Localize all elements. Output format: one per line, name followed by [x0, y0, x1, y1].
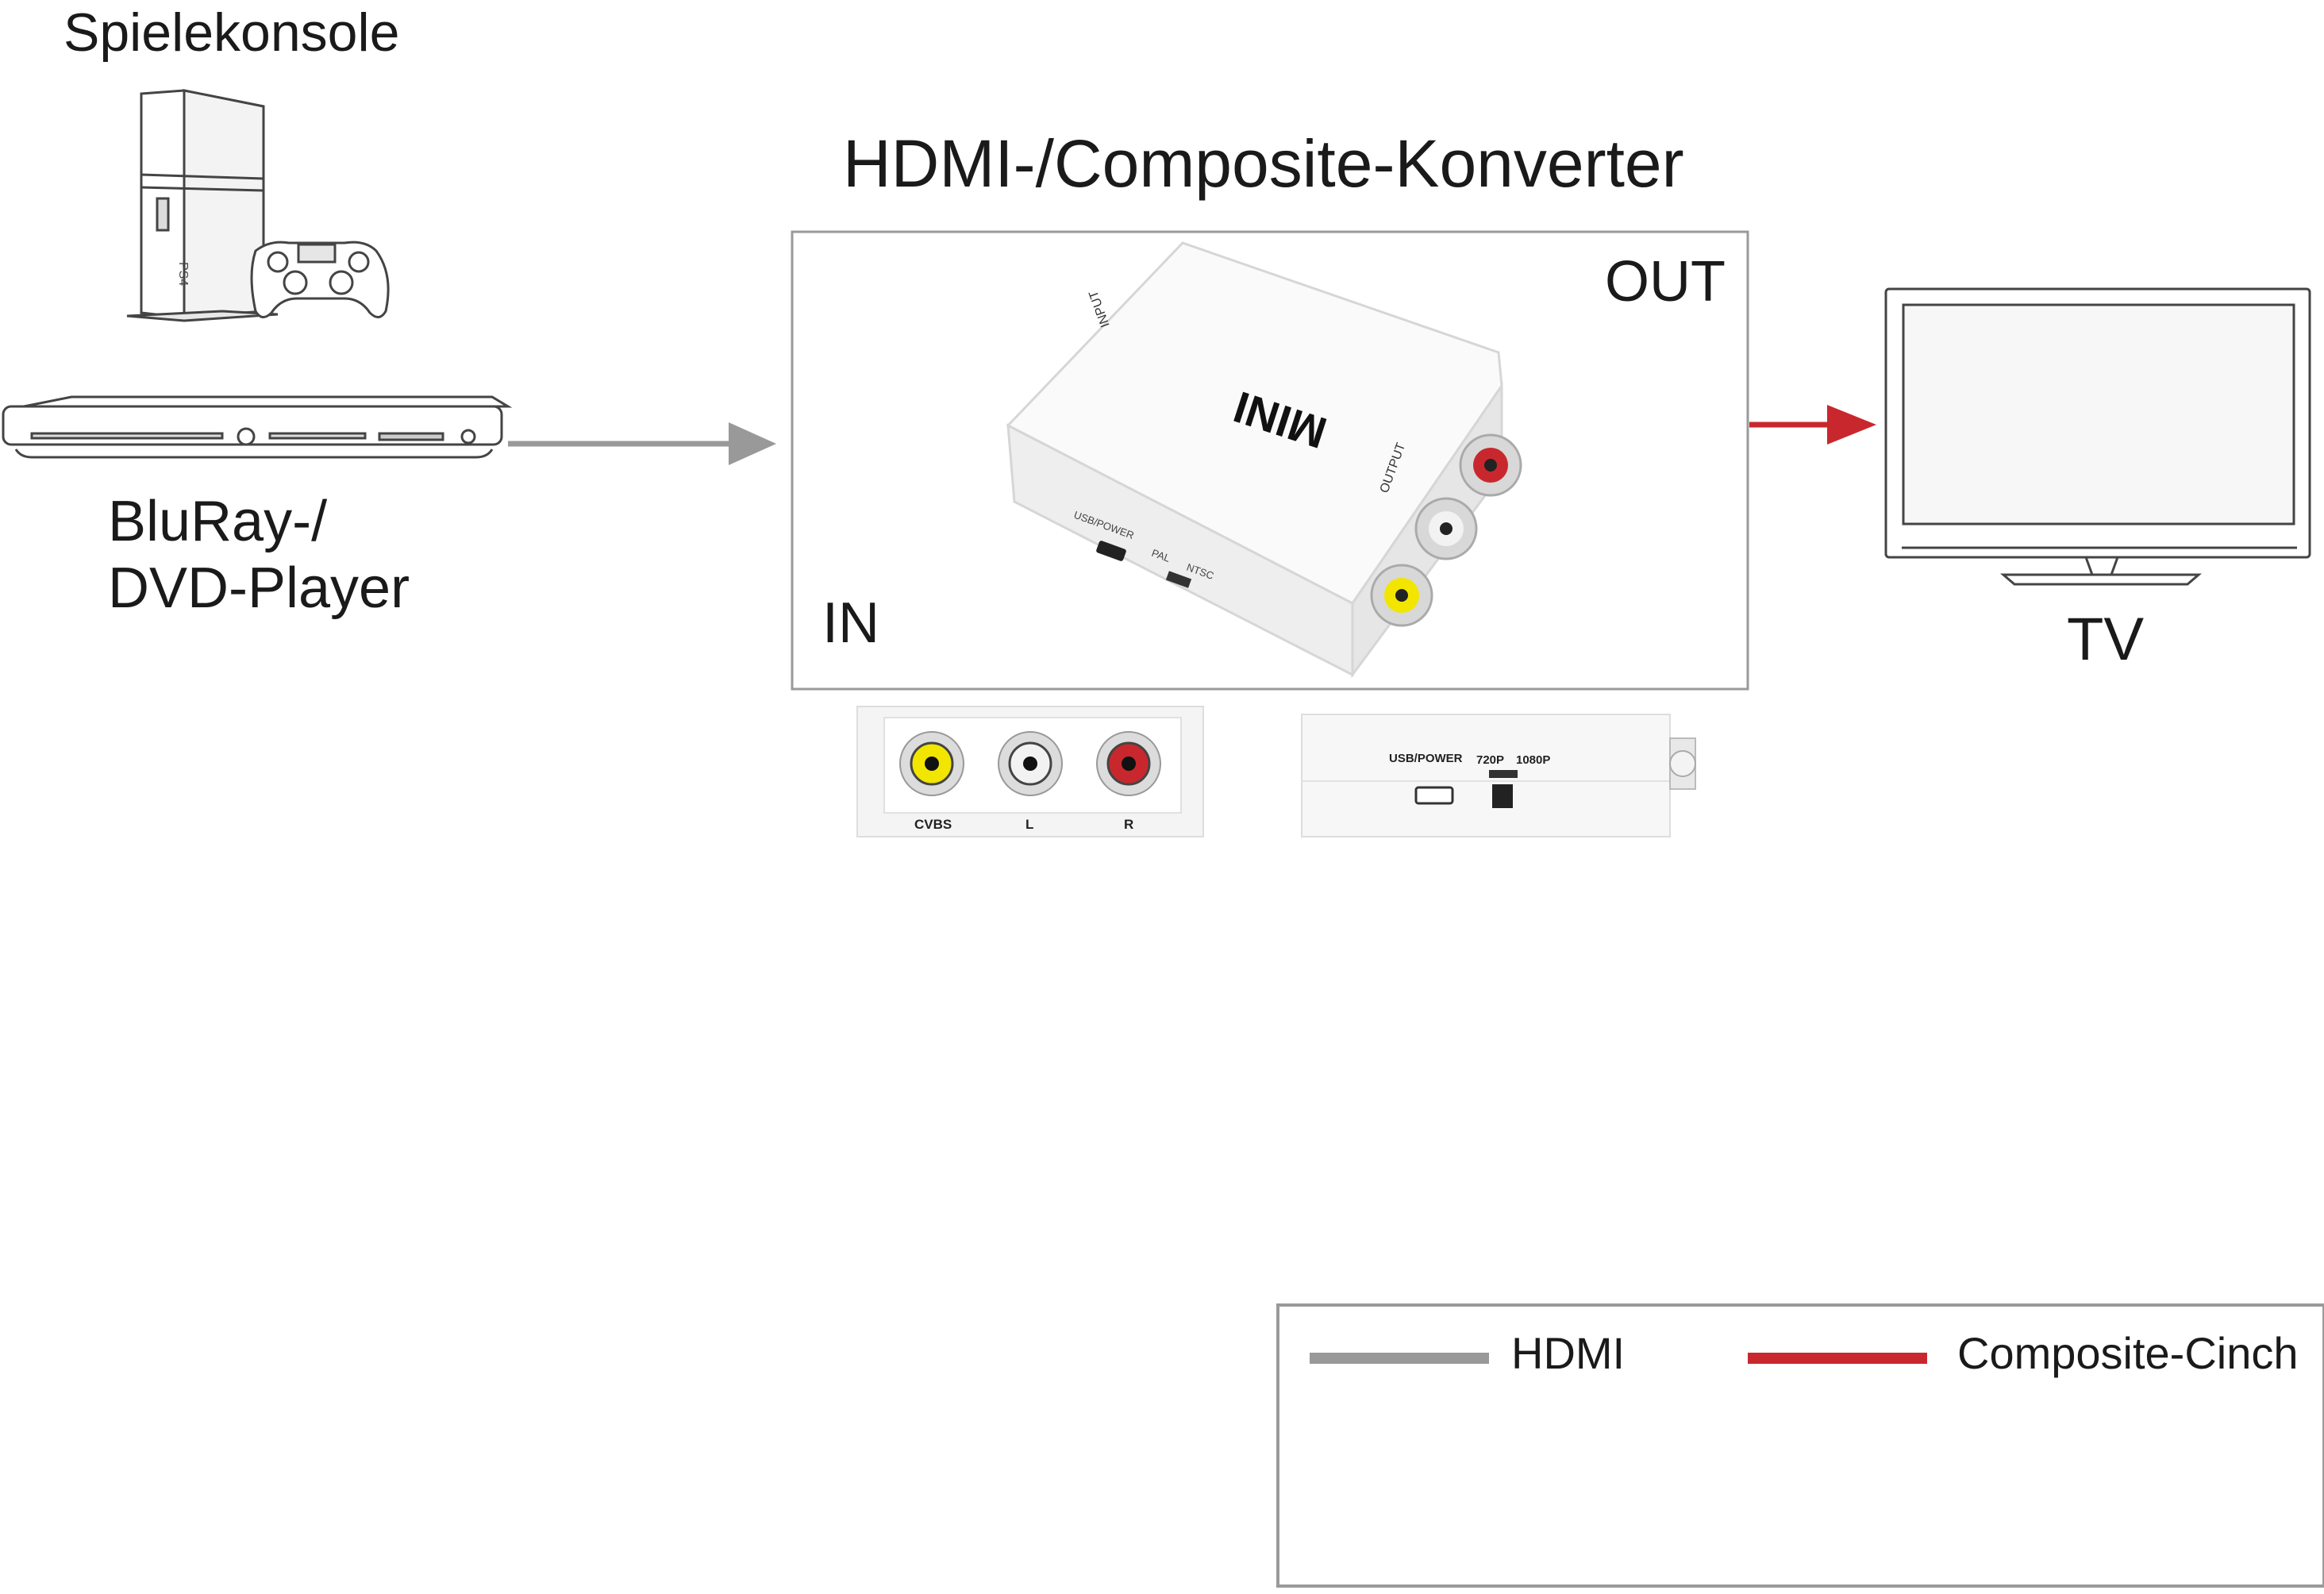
- tv-icon: [1884, 287, 2311, 586]
- bluray-player-icon: [2, 395, 513, 459]
- player-label-line2: DVD-Player: [108, 556, 410, 620]
- left-jack-icon: [998, 731, 1063, 796]
- console-label: Spielekonsole: [63, 2, 400, 63]
- right-print: R: [1124, 817, 1133, 832]
- console-brand-text: PS4: [176, 262, 190, 286]
- res-1080-print: 1080P: [1516, 753, 1550, 767]
- rca-panel-view: CVBS L R: [856, 706, 1204, 837]
- legend: [1276, 1303, 2324, 1588]
- tv-label: TV: [2067, 606, 2145, 673]
- out-label: OUT: [1605, 250, 1726, 314]
- hdmi-arrow: [508, 422, 776, 465]
- input-print: INPUT: [1087, 288, 1112, 329]
- cvbs-print: CVBS: [914, 817, 952, 832]
- cvbs-jack-icon: [899, 731, 964, 796]
- res-720-print: 720P: [1476, 753, 1504, 767]
- right-jack-icon: [1096, 731, 1161, 796]
- rca-white-jack-icon: [1414, 497, 1478, 560]
- rca-yellow-jack-icon: [1370, 564, 1433, 627]
- resolution-switch-icon: [1492, 784, 1513, 808]
- rca-red-jack-icon: [1459, 433, 1522, 497]
- in-label: IN: [822, 591, 879, 655]
- converter-frame: [791, 230, 1749, 691]
- player-label-line1: BluRay-/: [108, 490, 328, 553]
- game-console-icon: PS4: [126, 89, 390, 322]
- converter-title: HDMI-/Composite-Konverter: [843, 126, 1684, 201]
- legend-hdmi-label: HDMI: [1511, 1328, 1626, 1378]
- composite-arrow: [1749, 405, 1876, 445]
- mini-usb-port-icon: [1414, 786, 1454, 805]
- legend-composite-label: Composite-Cinch: [1957, 1328, 2299, 1378]
- converter-device-image: MINI INPUT OUTPUT USB/POWER PAL NTSC: [1006, 241, 1522, 679]
- usb-panel-view: USB/POWER 720P 1080P: [1301, 714, 1696, 837]
- usb-print: USB/POWER: [1389, 752, 1463, 765]
- left-print: L: [1025, 817, 1033, 832]
